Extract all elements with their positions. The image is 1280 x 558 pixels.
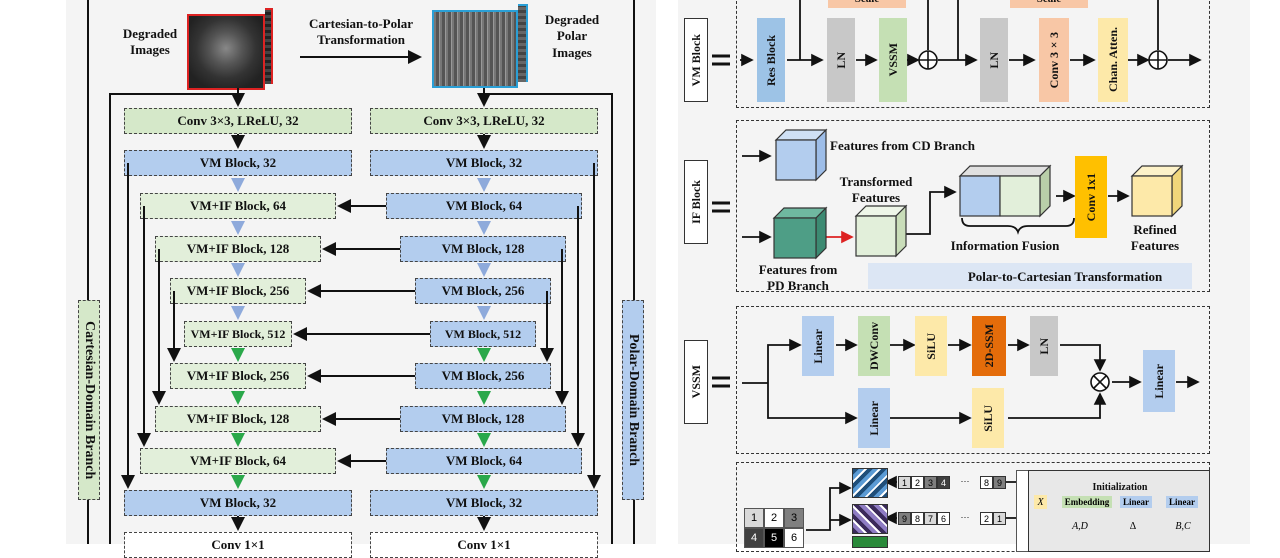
scan-grid: 1 2 3 4 5 6 [744, 508, 804, 548]
scan-thumb-2 [852, 504, 888, 534]
transform-label: Cartesian-to-Polar Transformation [309, 16, 413, 48]
pd-vm256b-block: VM Block, 256 [415, 363, 551, 389]
bc-label: B,C [1175, 521, 1191, 532]
cd-conv3-block: Conv 3×3, LReLU, 32 [124, 108, 352, 134]
embedding-box: Embedding [1062, 496, 1112, 508]
cd-vmif256-block: VM+IF Block, 256 [170, 278, 306, 304]
res-block: Res Block [757, 18, 785, 102]
from-pd-label: Features from PD Branch [758, 262, 838, 294]
degraded-polar-label: Degraded Polar Images [544, 12, 600, 60]
x-box: X [1034, 495, 1047, 509]
ln-block-3: LN [1030, 316, 1058, 376]
pd-vm64b-block: VM Block, 64 [386, 448, 582, 474]
polar-image-cube [432, 4, 528, 88]
conv1x1-block: Conv 1x1 [1075, 156, 1107, 238]
scan-thumb-1 [852, 468, 888, 498]
linear-box-b: Linear [1166, 496, 1198, 508]
init-label: Initialization [1092, 482, 1148, 493]
sequence-2: 9 8 7 6 ··· 2 1 [898, 512, 1006, 525]
from-cd-label: Features from CD Branch [830, 138, 976, 153]
linear-block-3: Linear [1143, 350, 1175, 412]
scale-box-1: Scale [828, 0, 906, 8]
scale-box-2: Scale [1010, 0, 1088, 8]
pd-vm32-block: VM Block, 32 [370, 150, 598, 176]
cd-vmif512-block: VM+IF Block, 512 [184, 321, 292, 347]
degraded-images-label: Degraded Images [122, 26, 178, 58]
chan-atten-block: Chan. Atten. [1098, 18, 1128, 102]
cartesian-branch-label: Cartesian-Domain Branch [78, 300, 100, 500]
ssm-block: 2D-SSM [972, 316, 1006, 376]
refined-label: Refined Features [1130, 222, 1180, 254]
init-box [1028, 470, 1210, 552]
silu-block-1: SiLU [915, 316, 947, 376]
dwconv-block: DWConv [858, 316, 890, 376]
scan-thumb-3 [852, 536, 888, 548]
ln-block-2: LN [980, 18, 1008, 102]
cd-vmif128b-block: VM+IF Block, 128 [155, 406, 321, 432]
delta-label: Δ [1129, 521, 1137, 532]
if-block-label: IF Block [684, 160, 708, 244]
pd-vm128b-block: VM Block, 128 [400, 406, 566, 432]
pd-vm64-block: VM Block, 64 [386, 193, 582, 219]
linear-box-a: Linear [1120, 496, 1152, 508]
polar-branch-label: Polar-Domain Branch [622, 300, 644, 500]
cd-vm32b-block: VM Block, 32 [124, 490, 352, 516]
vssm-label: VSSM [684, 340, 708, 424]
pd-conv3-block: Conv 3×3, LReLU, 32 [370, 108, 598, 134]
pd-vm128-block: VM Block, 128 [400, 236, 566, 262]
vm-block-panel [736, 0, 1210, 108]
linear-block-1: Linear [802, 316, 834, 376]
linear-block-2: Linear [858, 388, 890, 448]
pd-vm32b-block: VM Block, 32 [370, 490, 598, 516]
degraded-image-cube [187, 8, 273, 90]
fusion-label: Information Fusion [950, 238, 1060, 253]
pd-vm512-block: VM Block, 512 [430, 321, 536, 347]
if-block-panel [736, 120, 1210, 292]
cd-vmif128-block: VM+IF Block, 128 [155, 236, 321, 262]
ln-block-1: LN [827, 18, 855, 102]
transformed-label: Transformed Features [839, 174, 913, 206]
cd-vmif256b-block: VM+IF Block, 256 [170, 363, 306, 389]
legend-label: Polar-to-Cartesian Transformation [967, 269, 1163, 284]
ad-label: A,D [1072, 521, 1088, 532]
cd-vmif64b-block: VM+IF Block, 64 [140, 448, 336, 474]
pd-vm256-block: VM Block, 256 [415, 278, 551, 304]
cd-vm32-block: VM Block, 32 [124, 150, 352, 176]
vm-block-label: VM Block [684, 18, 708, 102]
cd-vmif64-block: VM+IF Block, 64 [140, 193, 336, 219]
vssm-panel [736, 306, 1210, 454]
vssm-block: VSSM [879, 18, 907, 102]
conv3-block: Conv 3×3 [1039, 18, 1069, 102]
legend-box [868, 263, 1192, 289]
silu-block-2: SiLU [972, 388, 1004, 448]
sequence-1: 1 2 3 4 ··· 8 9 [898, 476, 1006, 489]
